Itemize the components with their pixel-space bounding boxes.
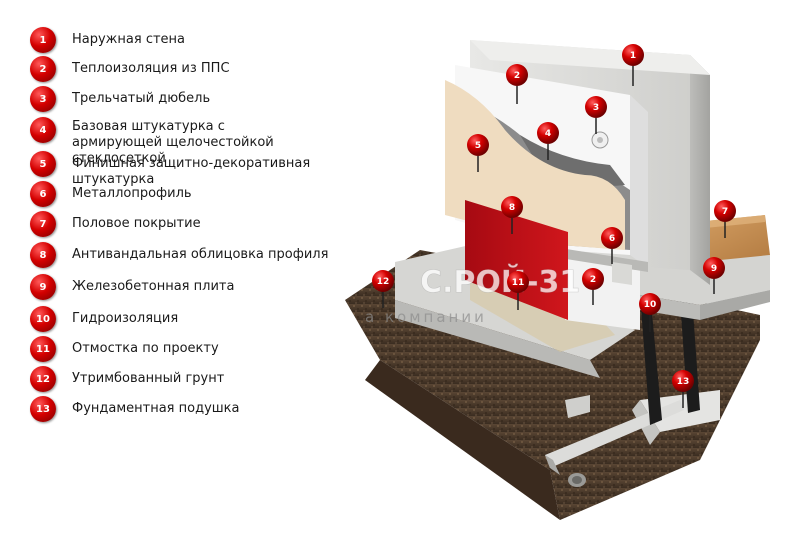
pin-13: 13 (672, 370, 694, 408)
legend-label: Фундаментная подушка (72, 401, 240, 416)
pin-9: 9 (703, 257, 725, 294)
pin-number: 8 (509, 203, 515, 213)
waterproofing (640, 292, 700, 425)
pin-6: 6 (601, 227, 623, 264)
pin-8: 8 (501, 196, 523, 234)
legend-item-6: 6 Металлопрофиль (30, 181, 372, 207)
number-badge: 2 (30, 56, 56, 82)
number-badge: 7 (30, 211, 56, 237)
pin-2: 2 (506, 64, 528, 104)
pin-number: 3 (593, 103, 599, 113)
legend-label: Железобетонная плита (72, 279, 235, 294)
pin-4: 4 (537, 122, 559, 160)
pin-7: 7 (714, 200, 736, 238)
legend-label: Финишная защитно-декоративная штукатурка (72, 156, 311, 187)
number-badge: 1 (30, 27, 56, 53)
finish-plaster (445, 80, 625, 250)
drain-pipe (545, 400, 684, 487)
pin-number: 9 (711, 264, 717, 274)
number-badge: 10 (30, 306, 56, 332)
legend-item-4: 4 Базовая штукатурка с армирующей щелоче… (30, 117, 312, 167)
legend-label: Гидроизоляция (72, 311, 179, 326)
number-badge: 4 (30, 117, 56, 143)
legend-item-5: 5 Финишная защитно-декоративная штукатур… (30, 151, 372, 188)
legend-label: Теплоизоляция из ППС (72, 61, 230, 76)
legend-label: Металлопрофиль (72, 186, 192, 201)
legend-label: Отмостка по проекту (72, 341, 219, 356)
metal-profile (560, 248, 648, 285)
number-badge: 11 (30, 336, 56, 362)
watermark-title: С.РОЙ-31 (420, 264, 580, 300)
pin-2-lower: 2 (582, 268, 604, 305)
number-badge: 9 (30, 274, 56, 300)
number-badge: 3 (30, 86, 56, 112)
pin-1: 1 (622, 44, 644, 86)
legend-item-13: 13 Фундаментная подушка (30, 396, 372, 422)
legend-item-2: 2 Теплоизоляция из ППС (30, 56, 372, 82)
legend-label: Трельчатый дюбель (72, 91, 211, 106)
legend: 1 Наружная стена 2 Теплоизоляция из ППС … (0, 0, 360, 533)
pin-12: 12 (372, 270, 394, 308)
pin-number: 1 (630, 51, 636, 61)
legend-item-9: 9 Железобетонная плита (30, 274, 372, 300)
anti-vandal-cladding (465, 200, 568, 320)
legend-label: Базовая штукатурка с армирующей щелочест… (72, 119, 274, 166)
number-badge: 12 (30, 366, 56, 392)
pin-number: 4 (545, 129, 551, 139)
pin-number: 2 (514, 71, 520, 81)
pin-number: 7 (722, 207, 728, 217)
legend-item-12: 12 Утримбованный грунт (30, 366, 372, 392)
pin-5: 5 (467, 134, 489, 172)
legend-label: Наружная стена (72, 32, 186, 47)
legend-item-3: 3 Трельчатый дюбель (30, 86, 372, 112)
legend-label: Антивандальная облицовка профиля (72, 247, 329, 262)
number-badge: 8 (30, 242, 56, 268)
pin-10: 10 (639, 293, 661, 332)
pin-number: 10 (644, 300, 657, 310)
pin-number: 6 (609, 234, 615, 244)
pin-number: 5 (475, 141, 481, 151)
legend-item-8: 8 Антивандальная облицовка профиля (30, 242, 372, 268)
pin-11: 11 (507, 271, 529, 310)
dowel (591, 131, 609, 149)
number-badge: 6 (30, 181, 56, 207)
number-badge: 13 (30, 396, 56, 422)
watermark-subtitle: а компании (365, 308, 487, 326)
number-badge: 5 (30, 151, 56, 177)
legend-label: Половое покрытие (72, 216, 201, 231)
pin-3: 3 (585, 96, 607, 134)
legend-label: Утримбованный грунт (72, 371, 225, 386)
legend-item-11: 11 Отмостка по проекту (30, 336, 372, 362)
legend-item-1: 1 Наружная стена (30, 27, 372, 53)
pin-number: 11 (512, 278, 525, 288)
pin-number: 12 (377, 277, 390, 287)
legend-item-10: 10 Гидроизоляция (30, 306, 372, 332)
pin-number: 13 (677, 377, 690, 387)
legend-item-7: 7 Половое покрытие (30, 211, 372, 237)
pin-number: 2 (590, 275, 596, 285)
foundation-cutaway-diagram: С.РОЙ-31 а компании 1 2 3 4 5 6 7 8 (345, 40, 770, 520)
